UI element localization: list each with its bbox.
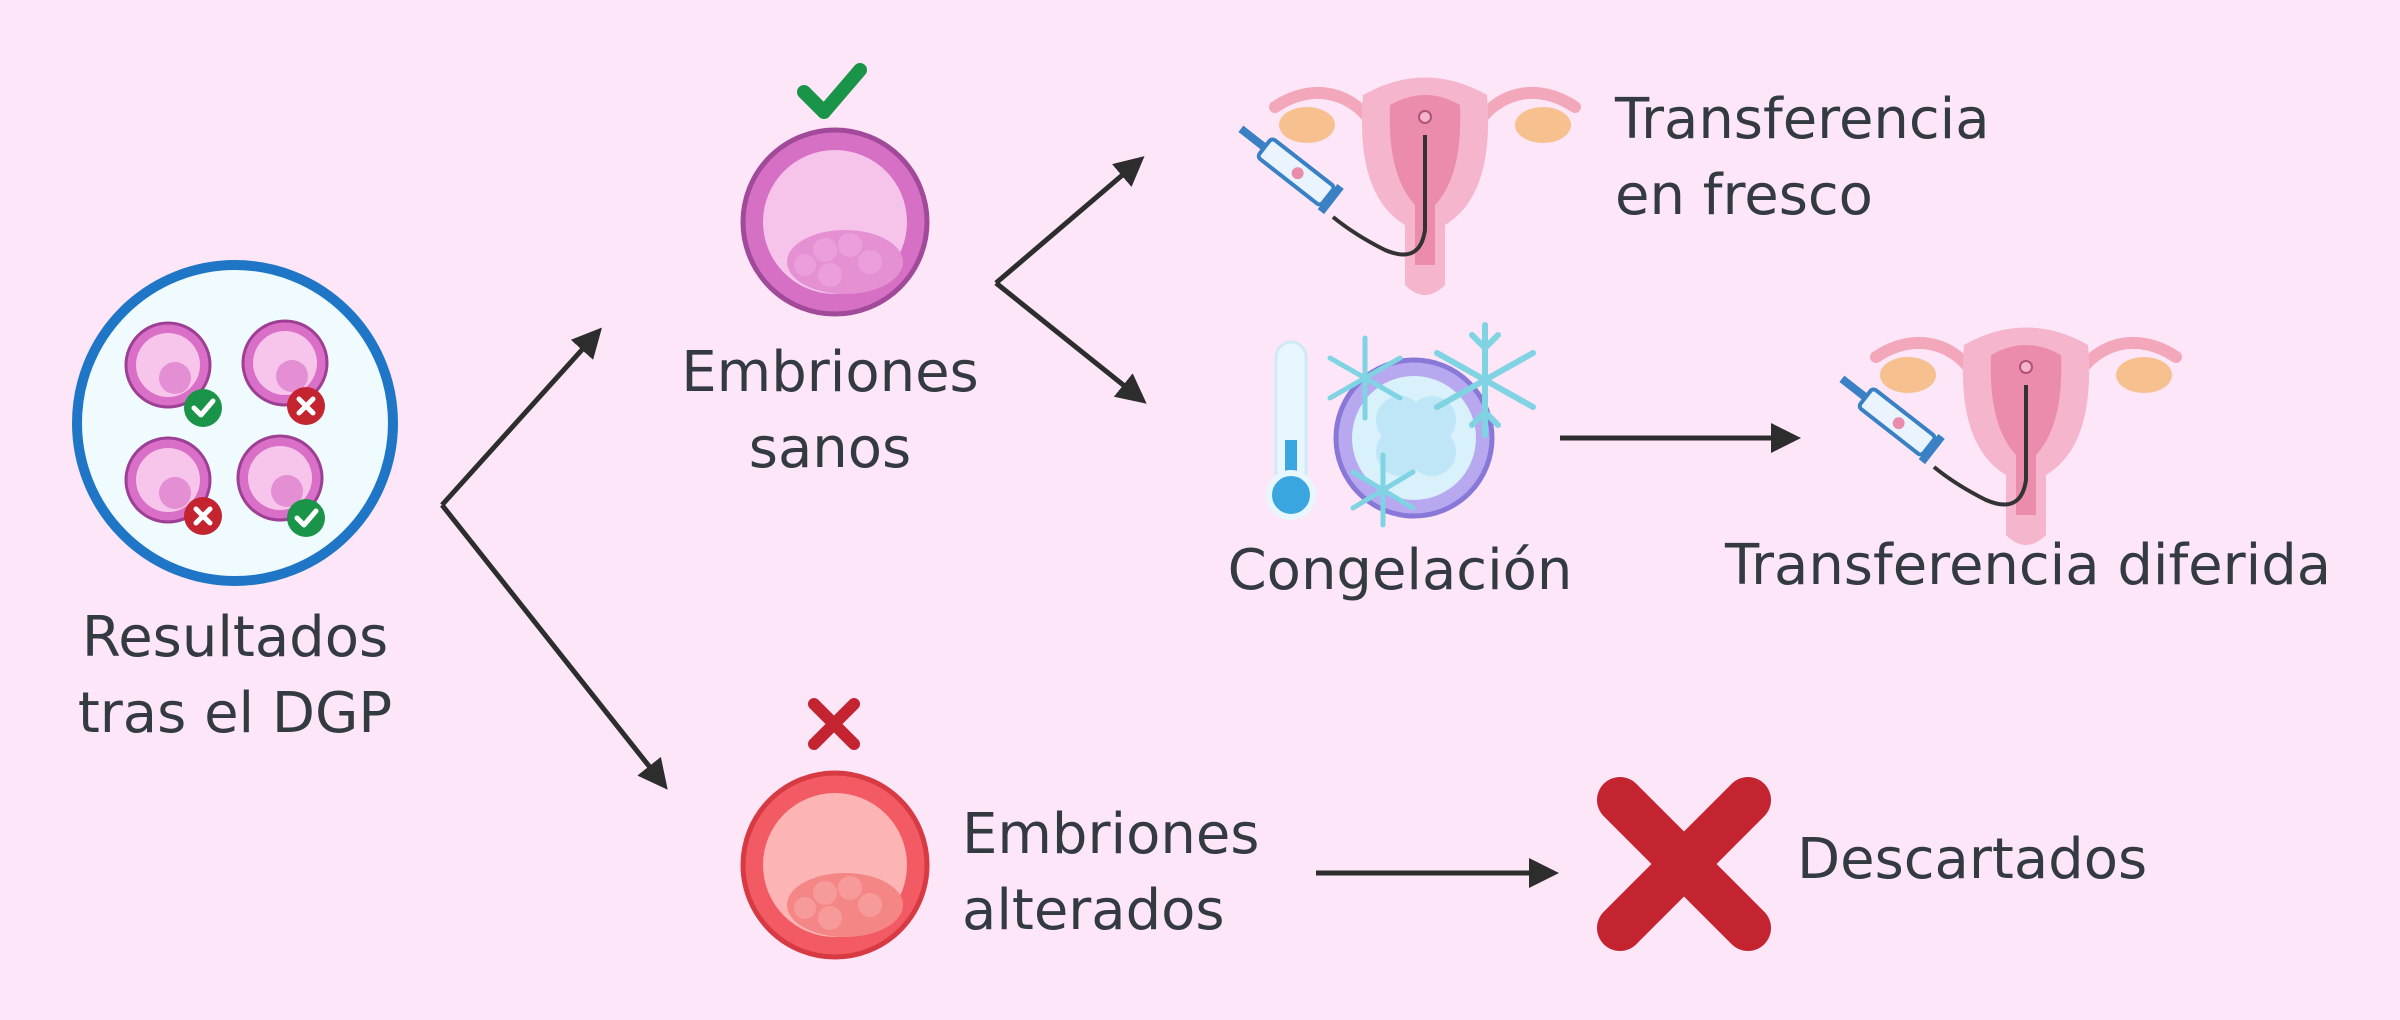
dish-embryo-2 bbox=[241, 319, 329, 425]
fresh-transfer-line1: Transferencia bbox=[1615, 87, 1990, 152]
dish-embryo-1 bbox=[124, 321, 222, 427]
red-x-icon bbox=[1597, 777, 1771, 951]
freezing-label: Congelación bbox=[1215, 533, 1585, 609]
check-icon bbox=[797, 63, 867, 119]
deferred-transfer-text: Transferencia diferida bbox=[1725, 533, 2332, 598]
dish-embryo-3 bbox=[124, 436, 222, 535]
freezing-label-text: Congelación bbox=[1227, 538, 1573, 603]
thermometer-snowflake-icon bbox=[1266, 322, 1536, 528]
snowflake-icon bbox=[1327, 335, 1403, 421]
results-label: Resultados tras el DGP bbox=[45, 600, 425, 752]
uterus-syringe-icon bbox=[1238, 77, 1581, 295]
altered-embryo-icon bbox=[740, 698, 930, 960]
results-label-line2: tras el DGP bbox=[77, 681, 393, 746]
flow-arrows bbox=[440, 156, 1801, 888]
deferred-transfer-label: Transferencia diferida bbox=[1725, 528, 2331, 604]
fresh-transfer-label: Transferencia en fresco bbox=[1615, 82, 1990, 234]
arrow-results-to-healthy bbox=[440, 327, 603, 507]
fresh-transfer-line2: en fresco bbox=[1615, 163, 1873, 228]
snowflake-icon bbox=[1434, 322, 1536, 438]
uterus-syringe-icon bbox=[1839, 327, 2182, 545]
snowflake-icon bbox=[1350, 452, 1416, 528]
cross-icon bbox=[808, 698, 860, 750]
healthy-label-line2: sanos bbox=[748, 416, 912, 481]
arrow-healthy-to-fresh bbox=[994, 156, 1145, 285]
altered-label-line1: Embriones bbox=[962, 802, 1260, 867]
altered-label-line2: alterados bbox=[962, 878, 1225, 943]
healthy-embryos-label: Embriones sanos bbox=[660, 335, 1000, 487]
check-badge bbox=[184, 389, 222, 427]
dish-embryo-4 bbox=[236, 434, 325, 537]
thermometer-icon bbox=[1266, 340, 1316, 520]
healthy-embryo-icon bbox=[740, 63, 930, 317]
embryo-dish-icon bbox=[72, 260, 398, 586]
arrow-results-to-altered bbox=[440, 503, 668, 790]
discarded-text: Descartados bbox=[1797, 827, 2148, 892]
healthy-label-line1: Embriones bbox=[681, 340, 979, 405]
check-badge bbox=[287, 499, 325, 537]
altered-embryos-label: Embriones alterados bbox=[962, 797, 1259, 949]
results-label-line1: Resultados bbox=[81, 605, 389, 670]
arrow-healthy-to-freezing bbox=[994, 281, 1147, 404]
discarded-label: Descartados bbox=[1797, 822, 2147, 898]
